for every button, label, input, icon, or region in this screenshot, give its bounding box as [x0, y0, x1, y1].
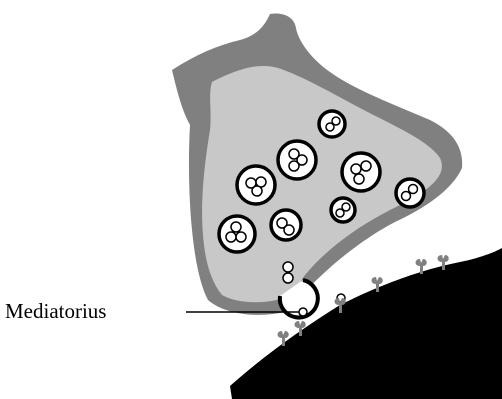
vesicle — [396, 179, 424, 207]
vesicle — [237, 166, 275, 204]
vesicle — [271, 210, 301, 240]
vesicle — [319, 111, 345, 137]
vesicle — [278, 141, 316, 179]
vesicle — [219, 216, 255, 252]
vesicle — [331, 198, 355, 222]
vesicle — [342, 153, 380, 191]
mediator-label: Mediatorius — [5, 299, 106, 323]
released-mediator-molecule — [299, 308, 307, 316]
